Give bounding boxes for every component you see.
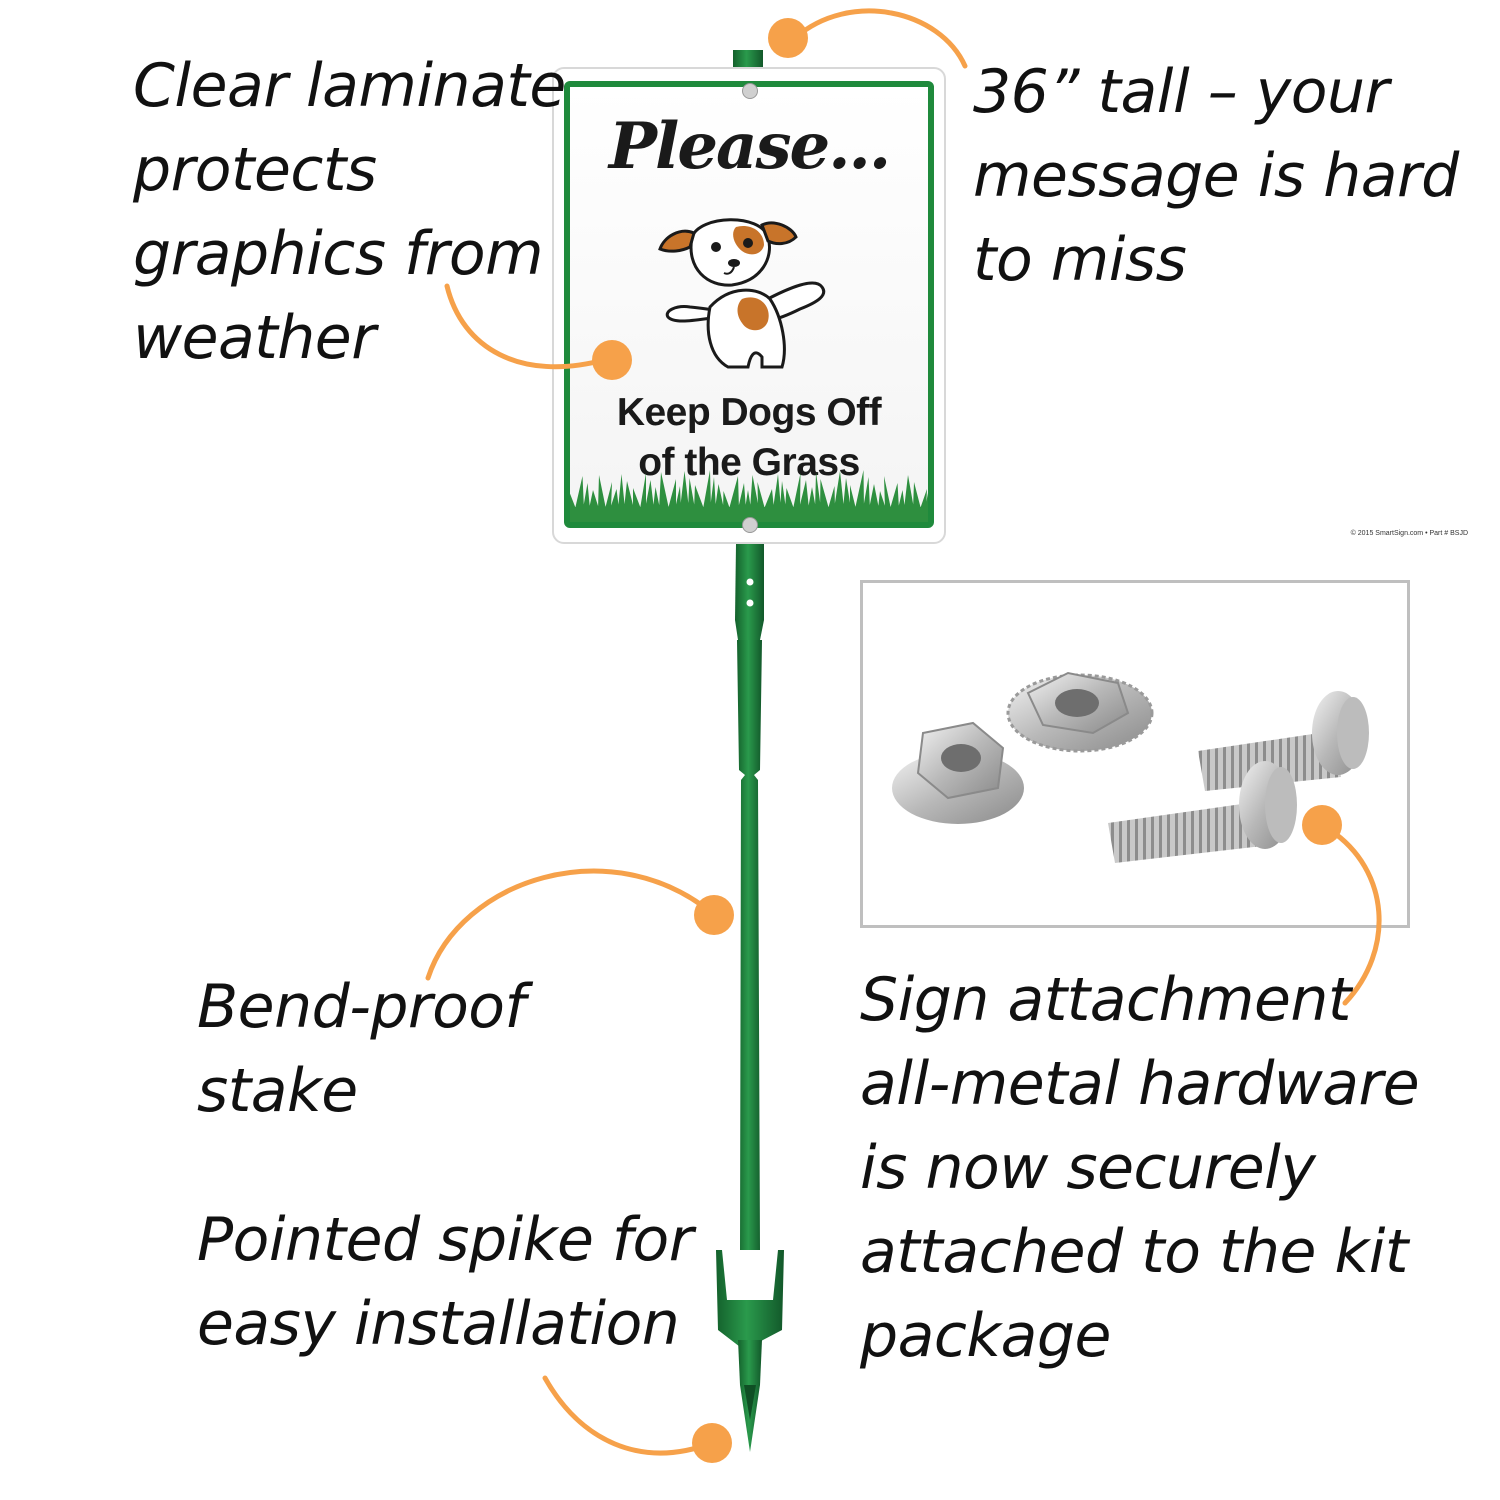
callout-line: Clear laminate (133, 51, 566, 121)
callout-line: is now securely (860, 1133, 1316, 1203)
sign-screw-top (742, 83, 758, 99)
callout-line: Sign attachment (860, 965, 1351, 1035)
stake-hole (746, 599, 754, 607)
callout-line: weather (133, 303, 376, 373)
callout-line: easy installation (197, 1289, 680, 1359)
stake-bracket (735, 544, 764, 640)
hardware-photo-frame (860, 580, 1410, 928)
callout-line: message is hard (973, 141, 1459, 211)
callout-line: 36” tall – your (973, 57, 1389, 127)
sign-panel: Please... (564, 81, 934, 528)
sign-screw-bottom (742, 517, 758, 533)
stake-hole (746, 578, 754, 586)
callout-line: to miss (973, 225, 1187, 295)
callout-line: protects (133, 135, 377, 205)
grass-illustration (570, 470, 928, 522)
callout-line: attached to the kit (860, 1217, 1408, 1287)
stake-shaft (737, 640, 762, 1250)
callout-line: all-metal hardware (860, 1049, 1420, 1119)
sign-copyright: © 2015 SmartSign.com • Part # BSJD (1350, 530, 1468, 537)
nut-icon (892, 721, 1024, 824)
callout-tall: 36” tall – your message is hard to miss (973, 50, 1459, 302)
sign-headline: Please... (608, 109, 891, 184)
callout-line: Pointed spike for (197, 1205, 693, 1275)
sign-text-line1: Keep Dogs Off (616, 391, 882, 434)
callout-line: package (860, 1301, 1111, 1371)
callout-hardware: Sign attachment all-metal hardware is no… (860, 958, 1420, 1378)
screw-icon (1108, 761, 1297, 863)
stake-fin (716, 1250, 784, 1350)
screw-icon (1198, 691, 1369, 791)
dog-illustration (658, 218, 826, 369)
hardware-illustration (892, 671, 1369, 863)
callout-spike: Pointed spike for easy installation (197, 1198, 693, 1366)
callout-line: Bend-proof (197, 972, 526, 1042)
nut-icon (1006, 671, 1154, 753)
sign-text-line2: of the Grass (638, 441, 860, 484)
yard-sign: Please... (552, 67, 946, 544)
callout-line: graphics from (133, 219, 544, 289)
callout-line: stake (197, 1056, 358, 1126)
callout-stake: Bend-proof stake (197, 965, 526, 1133)
callout-laminate: Clear laminate protects graphics from we… (133, 44, 566, 380)
